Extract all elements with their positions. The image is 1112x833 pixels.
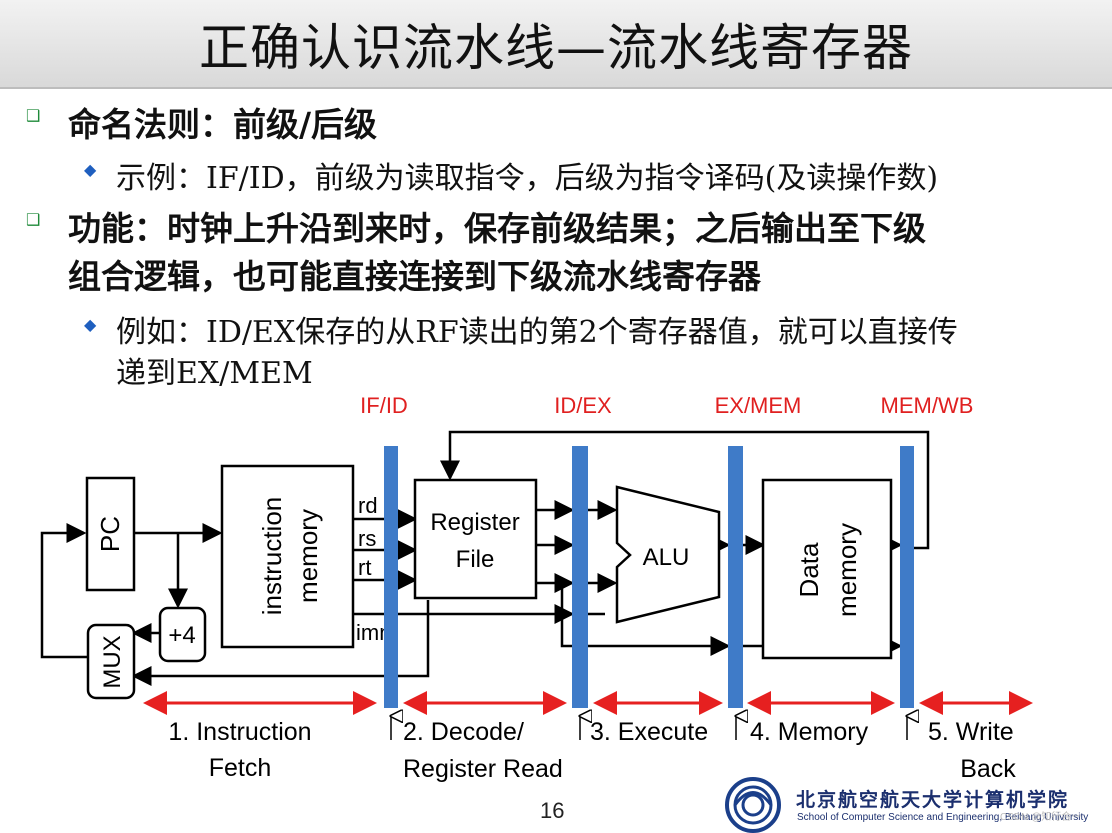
logo-english-text: School of Computer Science and Engineeri…	[797, 812, 1089, 823]
alu-label: ALU	[643, 544, 690, 571]
page-number: 16	[540, 798, 565, 823]
stage-2-line2: Register Read	[403, 755, 563, 783]
clock-arrows	[391, 716, 907, 740]
signal-rd: rd	[358, 493, 378, 518]
bullet-2-text: 功能：时钟上升沿到来时，保存前级结果；之后输出至下级	[68, 209, 926, 248]
imem-label-2: memory	[293, 509, 323, 603]
bullet-2-sub-1: 例如：ID/EX保存的从RF读出的第2个寄存器值，就可以直接传	[116, 315, 958, 350]
dmem-label-1: Data	[794, 542, 824, 597]
plus4-label: +4	[168, 622, 195, 649]
rf-label-2: File	[456, 546, 495, 573]
reg-label-ex-mem: EX/MEM	[715, 393, 802, 418]
imem-label-1: instruction	[257, 497, 287, 616]
stage-4-line1: 4. Memory	[750, 718, 869, 746]
signal-rs: rs	[358, 526, 376, 551]
pipeline-register-if-id	[384, 446, 398, 708]
reg-label-id-ex: ID/EX	[554, 393, 612, 418]
university-logo-icon	[725, 777, 781, 833]
bullet-square-icon: ❑	[26, 106, 41, 125]
pipeline-register-id-ex	[572, 446, 588, 708]
rf-label-1: Register	[430, 509, 519, 536]
mux-label: MUX	[99, 635, 126, 688]
data-memory-block	[761, 478, 893, 660]
register-file-block	[413, 478, 538, 600]
bullet-square-icon: ❑	[26, 210, 41, 229]
pc-block	[85, 476, 136, 592]
bullet-2-text-line2: 组合逻辑，也可能直接连接到下级流水线寄存器	[68, 257, 761, 296]
bullet-diamond-icon: ◆	[84, 315, 97, 334]
pipeline-register-mem-wb	[900, 446, 914, 708]
bullet-diamond-icon: ◆	[84, 160, 97, 179]
slide-title: 正确认识流水线—流水线寄存器	[199, 19, 913, 77]
stage-5-line2: Back	[960, 755, 1016, 783]
logo-chinese-text: 北京航空航天大学计算机学院	[796, 789, 1070, 811]
instruction-memory-block	[220, 464, 355, 649]
stage-5-line1: 5. Write	[928, 718, 1014, 746]
watermark: CSDN @知行合一	[1000, 812, 1082, 823]
reg-label-mem-wb: MEM/WB	[881, 393, 974, 418]
bullet-2-sub-2: 递到EX/MEM	[116, 356, 313, 391]
dmem-label-2: memory	[832, 523, 862, 617]
bullet-1-sub-1: 示例：IF/ID，前级为读取指令，后级为指令译码(及读操作数)	[116, 161, 939, 196]
stage-3-line1: 3. Execute	[590, 718, 708, 746]
stage-1-line1: 1. Instruction	[168, 718, 311, 746]
bullet-1-text: 命名法则：前级/后级	[68, 105, 378, 144]
pc-label: PC	[95, 516, 125, 552]
stage-2-line1: 2. Decode/	[403, 718, 524, 746]
pipeline-register-ex-mem	[728, 446, 743, 708]
alu-block	[615, 485, 721, 624]
mux-block	[86, 623, 136, 700]
title-bar: 正确认识流水线—流水线寄存器	[0, 0, 1112, 89]
stage-1-line2: Fetch	[209, 754, 272, 782]
signal-rt: rt	[358, 555, 371, 580]
plus4-block	[158, 606, 207, 663]
reg-label-if-id: IF/ID	[360, 393, 408, 418]
